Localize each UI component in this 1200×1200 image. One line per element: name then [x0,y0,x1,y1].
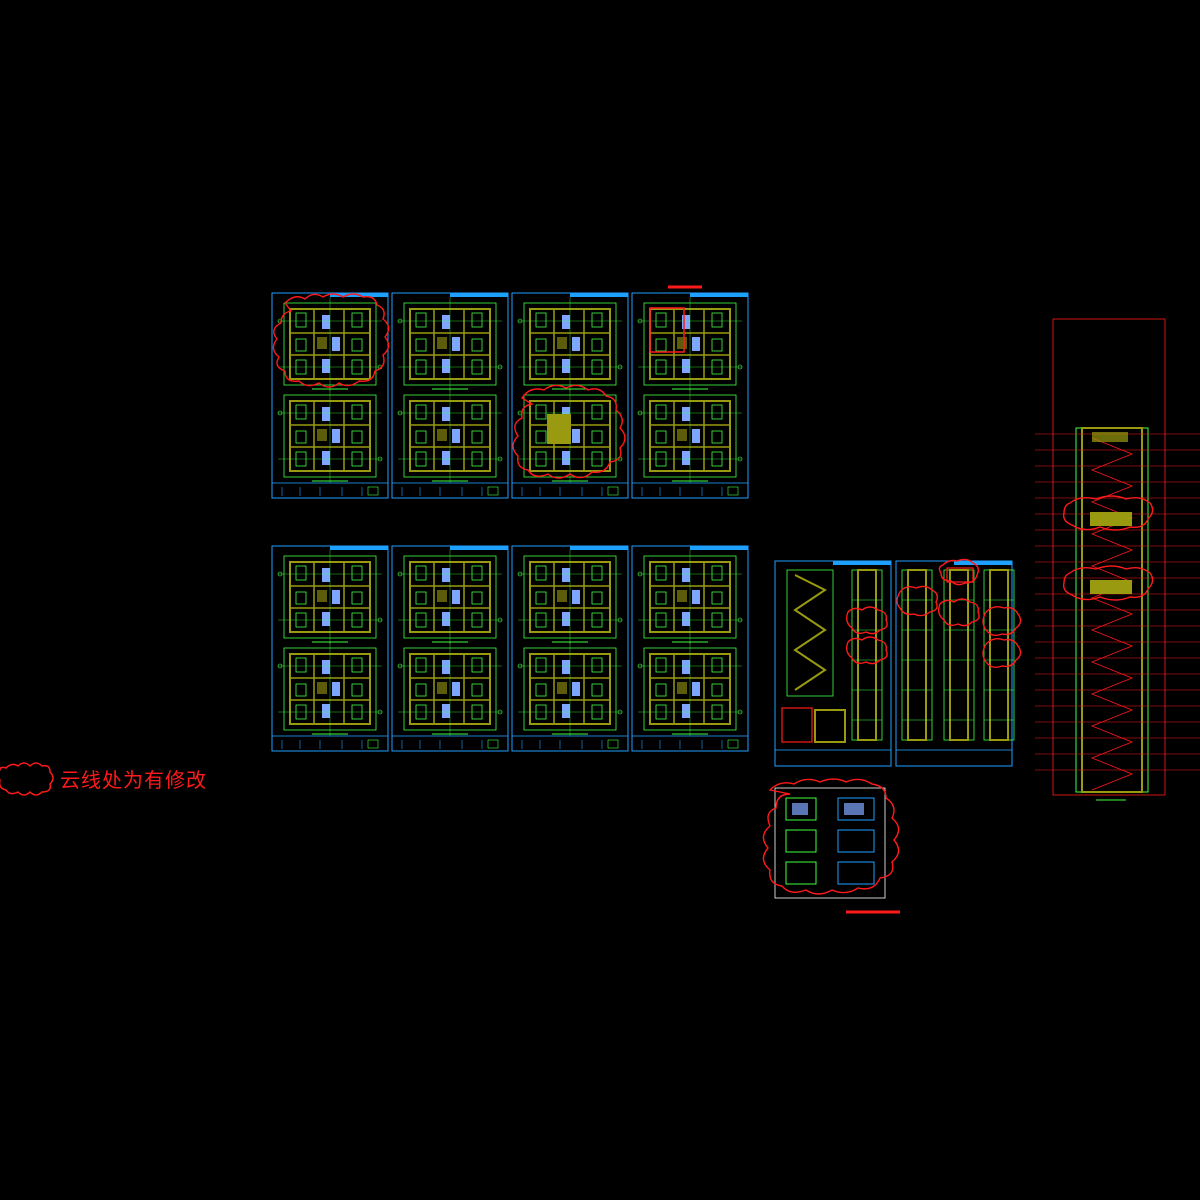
plan-sheet-1[interactable] [272,293,388,498]
revision-cloud-section-e [982,605,1022,637]
long-section-sheet[interactable] [1035,318,1200,801]
revision-cloud-detail-sheet [762,778,900,895]
plan-sheet-3[interactable] [512,293,628,498]
revision-cloud-sheet-1 [272,293,390,388]
revision-cloud-section-a [845,606,888,635]
revision-cloud-section-f [982,637,1022,669]
sheet-row-bottom [272,546,748,751]
revision-cloud-long-section-b [1062,565,1154,601]
section-sheet-2[interactable] [895,560,1015,767]
plan-sheet-8[interactable] [632,546,748,751]
plan-sheet-7[interactable] [512,546,628,751]
section-sheet-1[interactable] [774,560,892,767]
revision-legend-label: 云线处为有修改 [60,768,207,792]
sheet-row-top [272,293,748,498]
plan-sheet-6[interactable] [392,546,508,751]
revision-cloud-section-g [938,558,980,586]
detail-sheet[interactable] [774,787,900,914]
colored-room-block [547,414,571,444]
revision-cloud-section-d [937,598,980,627]
plan-sheet-5[interactable] [272,546,388,751]
revision-cloud-sheet-3 [512,384,626,479]
revision-cloud-section-b [845,636,888,665]
revision-cloud-long-section-a [1062,495,1154,531]
red-room-outline [649,307,685,353]
revision-cloud-legend-icon [0,762,54,796]
revision-clouds [272,293,1154,895]
revision-cloud-section-c [896,585,939,617]
plan-sheet-2[interactable] [392,293,508,498]
